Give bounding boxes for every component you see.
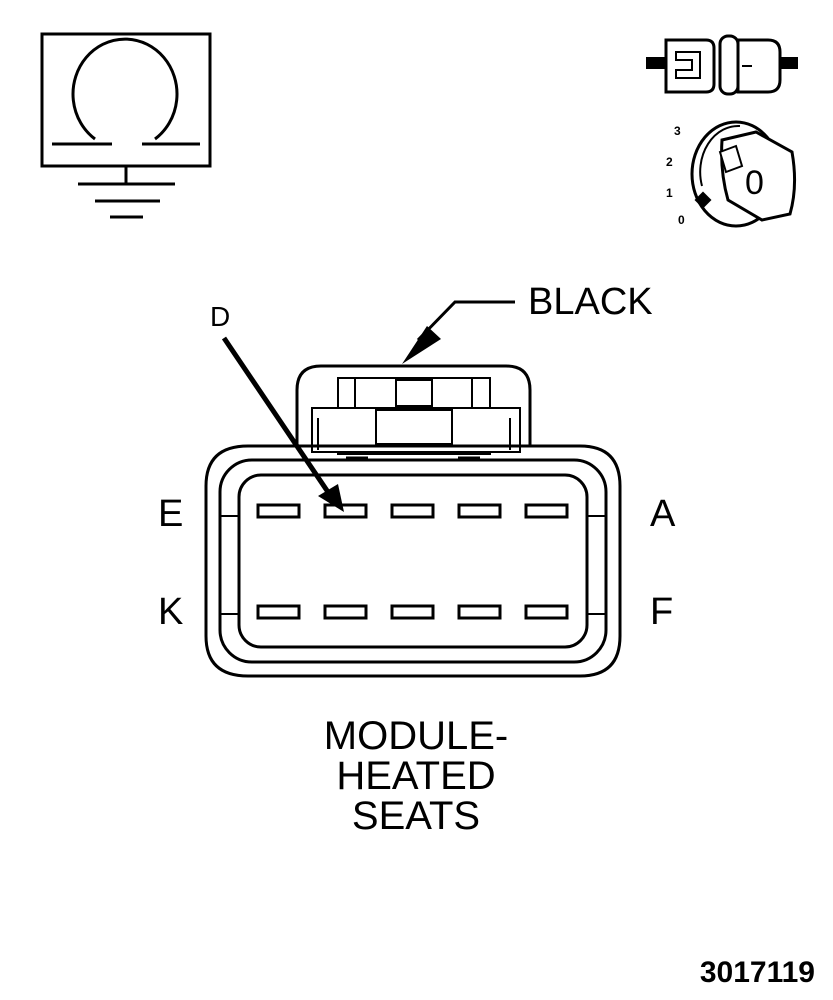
cavity-grid (256, 503, 569, 620)
cavity-slot (390, 604, 435, 620)
cavity-slot (457, 503, 502, 519)
ignition-key-off-icon: 3 2 1 0 0 (666, 120, 797, 228)
cavity-label-e: E (158, 493, 183, 535)
cavity-pointer-arrow (221, 336, 344, 512)
ignition-position-3: 3 (674, 124, 681, 138)
cavity-slot (524, 604, 569, 620)
cavity-slot (323, 604, 368, 620)
ignition-position-1: 1 (666, 186, 673, 200)
title-line-3: SEATS (352, 794, 480, 838)
cavity-slot (256, 503, 301, 519)
figure-number: 3017119 (700, 956, 815, 989)
title-line-2: HEATED (336, 754, 495, 798)
cavity-label-k: K (158, 591, 183, 633)
ohmmeter-ground-icon (40, 32, 212, 219)
ignition-key-text: 0 (745, 164, 764, 202)
cavity-slot (323, 503, 368, 519)
connector-body (204, 364, 622, 678)
disconnected-connector-icon (646, 34, 798, 96)
cavity-slot (457, 604, 502, 620)
cavity-slot (524, 503, 569, 519)
cavity-slot (256, 604, 301, 620)
title-line-1: MODULE- (324, 714, 508, 758)
connector-color-label: BLACK (528, 281, 653, 323)
color-leader (402, 300, 515, 364)
cavity-label-f: F (650, 591, 673, 633)
cavity-pointer-label: D (210, 301, 230, 332)
ignition-position-0: 0 (678, 213, 685, 227)
cavity-slot (390, 503, 435, 519)
cavity-label-a: A (650, 493, 676, 535)
ignition-position-2: 2 (666, 155, 673, 169)
